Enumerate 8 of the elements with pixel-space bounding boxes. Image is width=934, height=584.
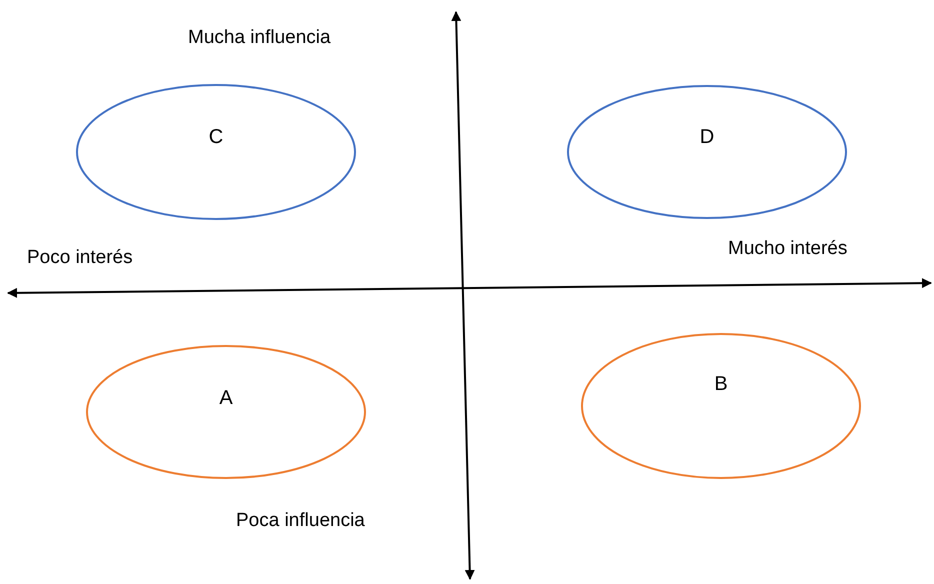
axis-label: Mucha influencia [188, 27, 331, 49]
quadrant-letter: B [713, 373, 729, 395]
quadrant-letter: C [208, 126, 224, 148]
axis-label: Poca influencia [236, 510, 365, 532]
axis-label: Poco interés [27, 247, 133, 269]
axis-label: Mucho interés [728, 238, 848, 260]
quadrant-letter: D [698, 126, 716, 148]
quadrant-letter: A [218, 387, 234, 409]
